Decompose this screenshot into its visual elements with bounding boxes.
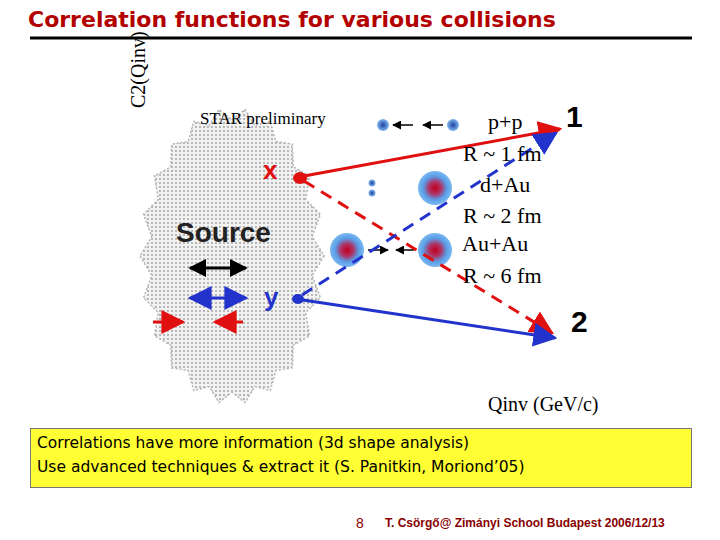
beam-arrow [153, 321, 183, 324]
deuteron-nucleon [369, 180, 376, 187]
proton [377, 119, 389, 131]
system-label: p+p [488, 110, 522, 134]
page-number: 8 [356, 516, 364, 531]
system-label: d+Au [480, 173, 530, 197]
point-label: x [263, 156, 277, 185]
watermark: STAR preliminary [200, 110, 326, 129]
axis-label: Qinv (GeV/c) [488, 393, 599, 415]
proton [447, 119, 459, 131]
gold-nucleus [330, 233, 364, 267]
particle-track [304, 181, 552, 333]
note-line: Correlations have more information (3d s… [37, 435, 469, 452]
radius-label: R ~ 1 fm [463, 142, 542, 166]
momentum-arrow [396, 249, 414, 251]
point-label: y [264, 283, 278, 312]
axis-label: C2(Qinv) [127, 31, 149, 108]
system-label: Au+Au [462, 232, 528, 256]
radius-label: R ~ 6 fm [463, 264, 542, 288]
note-box: Correlations have more information (3d s… [30, 428, 692, 488]
particle-track [304, 129, 560, 176]
gold-nucleus [418, 171, 452, 205]
particle-track [303, 300, 555, 338]
radius-label: R ~ 2 fm [463, 204, 542, 228]
size-arrow [190, 267, 246, 270]
slide-title: Correlation functions for various collis… [28, 8, 556, 32]
gold-nucleus [418, 233, 452, 267]
title-rule [30, 37, 692, 40]
momentum-arrow [423, 124, 443, 126]
source-region: Source [138, 105, 326, 407]
deuteron-nucleon [369, 190, 376, 197]
note-line: Use advanced techniques & extract it (S.… [37, 459, 525, 476]
source-blob [140, 110, 324, 403]
beam-arrow [215, 321, 243, 324]
source-label: Source [176, 218, 271, 249]
momentum-arrow [393, 124, 413, 126]
source-outline [138, 105, 326, 407]
footer: T. Csörgő@ Zimányi School Budapest 2006/… [385, 517, 665, 530]
emission-point [293, 172, 307, 184]
size-arrow [190, 297, 246, 300]
particle-track [302, 133, 556, 295]
momentum-arrow [368, 249, 388, 251]
emission-point [292, 294, 304, 304]
detector-number: 1 [566, 100, 583, 133]
detector-number: 2 [571, 305, 588, 338]
